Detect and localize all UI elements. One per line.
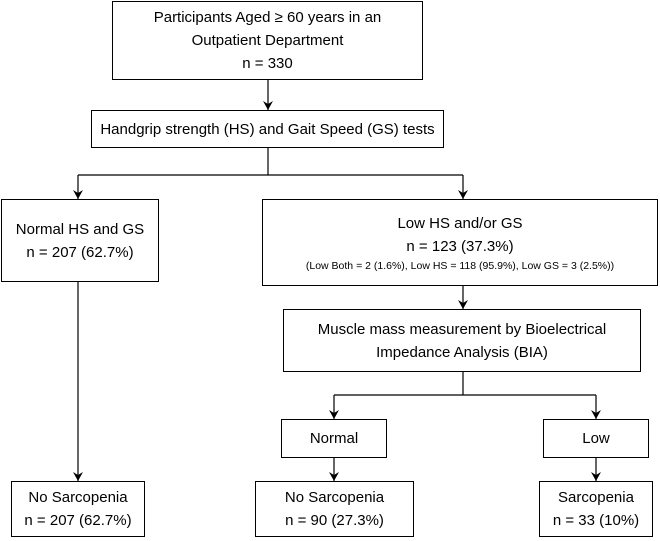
- bia-line1: Muscle mass measurement by Bioelectrical: [317, 320, 607, 338]
- low-hs-gs-breakdown: (Low Both = 2 (1.6%), Low HS = 118 (95.9…: [305, 259, 615, 272]
- bia-line2: Impedance Analysis (BIA): [376, 343, 548, 361]
- low-hs-gs-box: Low HS and/or GS n = 123 (37.3%) (Low Bo…: [262, 199, 658, 286]
- participants-box: Participants Aged ≥ 60 years in an Outpa…: [112, 1, 423, 80]
- sarcopenia-box: Sarcopenia n = 33 (10%): [539, 481, 653, 537]
- low-hs-gs-count: n = 123 (37.3%): [406, 237, 514, 255]
- bia-box: Muscle mass measurement by Bioelectrical…: [283, 309, 641, 372]
- no-sarcopenia-mid-label: No Sarcopenia: [284, 489, 385, 506]
- no-sarcopenia-left-label: No Sarcopenia: [28, 489, 128, 506]
- normal-box: Normal: [281, 419, 387, 458]
- normal-hs-gs-box: Normal HS and GS n = 207 (62.7%): [1, 199, 159, 282]
- low-hs-gs-label: Low HS and/or GS: [397, 214, 523, 232]
- tests-box: Handgrip strength (HS) and Gait Speed (G…: [91, 110, 444, 148]
- no-sarcopenia-left-box: No Sarcopenia n = 207 (62.7%): [11, 481, 145, 537]
- sarcopenia-count: n = 33 (10%): [552, 512, 640, 529]
- participants-count: n = 330: [242, 55, 293, 72]
- normal-hs-gs-count: n = 207 (62.7%): [26, 243, 134, 261]
- sarcopenia-label: Sarcopenia: [558, 489, 634, 506]
- participants-line1: Participants Aged ≥ 60 years in an: [153, 9, 382, 26]
- no-sarcopenia-left-count: n = 207 (62.7%): [24, 512, 132, 529]
- normal-label: Normal: [309, 430, 359, 447]
- tests-label: Handgrip strength (HS) and Gait Speed (G…: [100, 120, 435, 138]
- low-box: Low: [543, 419, 649, 458]
- no-sarcopenia-mid-count: n = 90 (27.3%): [285, 512, 384, 529]
- participants-line2: Outpatient Department: [191, 32, 344, 49]
- low-label: Low: [582, 430, 610, 447]
- no-sarcopenia-mid-box: No Sarcopenia n = 90 (27.3%): [255, 481, 414, 537]
- normal-hs-gs-label: Normal HS and GS: [15, 220, 145, 238]
